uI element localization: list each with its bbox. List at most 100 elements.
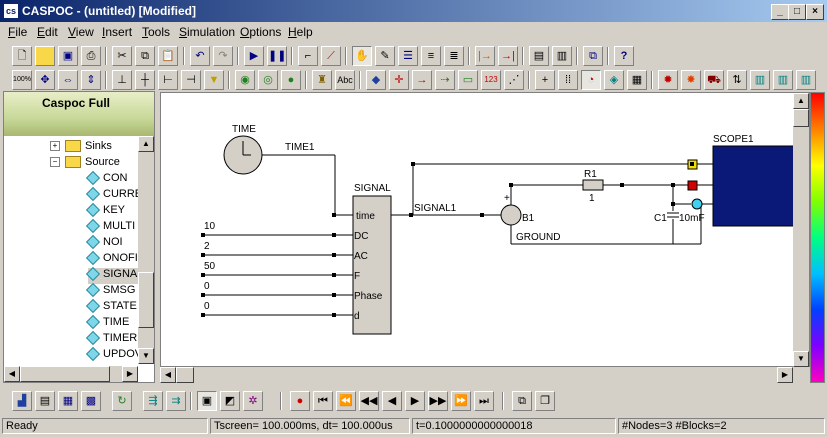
bars-icon-1[interactable]: ▥ — [750, 70, 770, 90]
globe-icon[interactable]: ◉ — [235, 70, 255, 90]
pause-icon[interactable]: ❚❚ — [267, 46, 287, 66]
scroll-up-icon[interactable]: ▲ — [793, 93, 809, 109]
minimize-button[interactable]: _ — [771, 4, 789, 20]
input-value-phase[interactable]: 0 — [204, 281, 210, 292]
schematic-canvas[interactable]: TIME TIME1 SIGNAL time DC AC F Phase d — [160, 92, 810, 367]
redo-icon[interactable]: ↷ — [213, 46, 233, 66]
globe-link-icon[interactable]: ● — [281, 70, 301, 90]
scope-display[interactable] — [712, 145, 796, 227]
hand-pointer-icon[interactable]: ✋ — [352, 46, 372, 66]
tree-folder-sinks[interactable]: +Sinks — [50, 140, 112, 156]
block-icon[interactable]: ⊢ — [158, 70, 178, 90]
input-value-ac[interactable]: 2 — [204, 241, 210, 252]
tree-item-timer[interactable]: TIMER — [85, 331, 137, 348]
forward-end-icon[interactable]: ⏭ — [474, 391, 494, 411]
tree-horizontal-scrollbar[interactable]: ◀ ▶ — [4, 366, 138, 382]
step-forward-icon[interactable]: |→ — [475, 46, 495, 66]
export-data-icon[interactable]: ⇶ — [143, 391, 163, 411]
zoom-height-icon[interactable]: ⇕ — [81, 70, 101, 90]
rewind-start-icon[interactable]: ⏮ — [313, 391, 333, 411]
cross-icon[interactable]: ✛ — [389, 70, 409, 90]
rotate-icon[interactable]: ⊣ — [181, 70, 201, 90]
tree-item-current[interactable]: CURRE — [85, 187, 142, 204]
scroll-thumb[interactable] — [20, 366, 110, 382]
chip-icon[interactable]: ▩ — [81, 391, 101, 411]
menu-help[interactable]: Help — [288, 25, 313, 39]
chart-edit-icon[interactable]: ✎ — [375, 46, 395, 66]
menu-simulation[interactable]: Simulation — [179, 25, 236, 39]
undo-icon[interactable]: ↶ — [190, 46, 210, 66]
plot-icon[interactable]: ⟋ — [321, 46, 341, 66]
schematic-diagram[interactable]: TIME TIME1 SIGNAL time DC AC F Phase d — [161, 93, 810, 367]
refresh-icon[interactable]: ↻ — [112, 391, 132, 411]
scope-probe-red[interactable] — [687, 180, 698, 191]
tree-item-signal[interactable]: SIGNA — [85, 267, 141, 284]
menu-edit[interactable]: Edit — [37, 25, 58, 39]
tree-folder-source[interactable]: −Source — [50, 156, 120, 172]
cut-icon[interactable]: ✂ — [112, 46, 132, 66]
tree-item-onoff[interactable]: ONOFI — [85, 251, 138, 268]
truck-icon[interactable]: ⛟ — [704, 70, 724, 90]
scroll-left-icon[interactable]: ◀ — [160, 367, 176, 383]
tree-item-time[interactable]: TIME — [85, 315, 129, 332]
clock-icon[interactable]: ◔ — [581, 70, 601, 90]
properties-icon[interactable]: ≡ — [421, 46, 441, 66]
scroll-down-icon[interactable]: ▼ — [793, 351, 809, 367]
crosshair-icon[interactable]: + — [535, 70, 555, 90]
text-label-icon[interactable]: Abc — [335, 70, 355, 90]
maximize-button[interactable]: □ — [788, 4, 806, 20]
tree-item-updown[interactable]: UPDOV — [85, 347, 142, 364]
component-icon[interactable]: ◆ — [366, 70, 386, 90]
run-icon[interactable]: ▶ — [244, 46, 264, 66]
fire-icon-2[interactable]: ✸ — [681, 70, 701, 90]
picture-folder-icon[interactable]: ◩ — [220, 391, 240, 411]
signal-block[interactable] — [352, 195, 392, 335]
arrow-green-icon[interactable]: ⇢ — [435, 70, 455, 90]
tree-item-noi[interactable]: NOI — [85, 235, 123, 252]
sort-icon[interactable]: ⇅ — [727, 70, 747, 90]
print-icon[interactable]: ⎙ — [81, 46, 101, 66]
fast-forward-icon[interactable]: ⏩ — [451, 391, 471, 411]
menu-tools[interactable]: Tools — [142, 25, 171, 39]
resistor-r1[interactable] — [582, 179, 604, 191]
tree-item-smsg[interactable]: SMSG — [85, 283, 135, 300]
menu-options[interactable]: Options — [240, 25, 282, 39]
wire-icon[interactable]: ⌐ — [298, 46, 318, 66]
connect-icon[interactable]: →| — [498, 46, 518, 66]
document-icon[interactable]: ▤ — [35, 391, 55, 411]
node-icon[interactable]: ⊥ — [112, 70, 132, 90]
input-value-dc[interactable]: 10 — [204, 221, 216, 232]
settings-icon[interactable]: ✲ — [243, 391, 263, 411]
menu-file[interactable]: File — [8, 25, 28, 39]
tree-item-state[interactable]: STATE — [85, 299, 137, 316]
close-button[interactable]: × — [806, 4, 824, 20]
step-back-icon[interactable]: ◀ — [382, 391, 402, 411]
paste-icon[interactable]: 📋 — [158, 46, 178, 66]
list-icon[interactable]: ☰ — [398, 46, 418, 66]
input-value-d[interactable]: 0 — [204, 301, 210, 312]
probe-icon[interactable]: ♜ — [312, 70, 332, 90]
new-file-icon[interactable]: 🗋 — [12, 46, 32, 66]
canvas-vertical-scrollbar[interactable]: ▲ ▼ — [793, 93, 809, 367]
image-icon[interactable]: ▣ — [197, 391, 217, 411]
globe-edit-icon[interactable]: ◎ — [258, 70, 278, 90]
rewind-icon[interactable]: ◀◀ — [359, 391, 379, 411]
scroll-up-icon[interactable]: ▲ — [138, 136, 154, 152]
arrow-right-icon[interactable]: → — [412, 70, 432, 90]
grid-icon[interactable]: ⁞⁞ — [558, 70, 578, 90]
window-tile-icon[interactable]: ⧉ — [583, 46, 603, 66]
record-icon[interactable]: ● — [290, 391, 310, 411]
tree-item-con[interactable]: CON — [85, 171, 127, 188]
open-folder-icon[interactable] — [35, 46, 55, 66]
align-icon[interactable]: ≣ — [444, 46, 464, 66]
scroll-right-icon[interactable]: ▶ — [777, 367, 793, 383]
library-icon[interactable]: ▤ — [529, 46, 549, 66]
export-icon[interactable]: ▥ — [552, 46, 572, 66]
junction-icon[interactable]: ┼ — [135, 70, 155, 90]
save-icon[interactable]: ▣ — [58, 46, 78, 66]
switch-icon[interactable]: ▭ — [458, 70, 478, 90]
scope-probe-cyan[interactable] — [691, 198, 703, 210]
table-icon[interactable]: ▦ — [58, 391, 78, 411]
zoom-100-icon[interactable]: 100% — [12, 70, 32, 90]
scroll-right-icon[interactable]: ▶ — [122, 366, 138, 382]
